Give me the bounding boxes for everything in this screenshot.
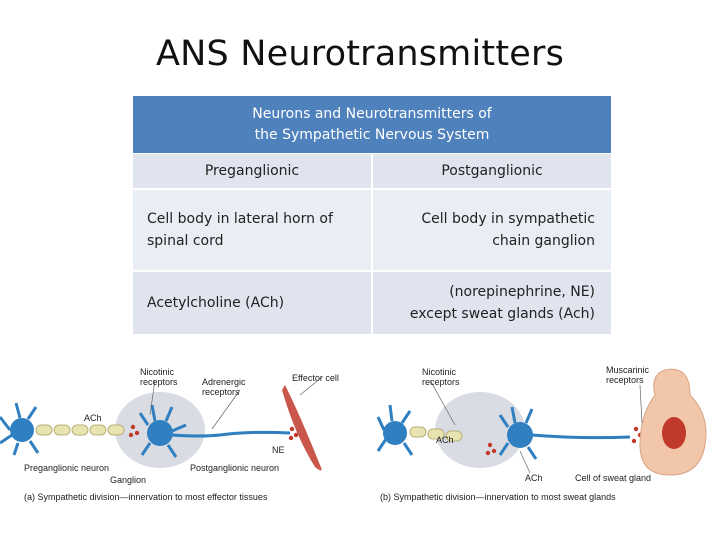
label-ach: ACh: [436, 435, 454, 445]
cell-text: spinal cord: [147, 233, 224, 249]
right-panel: Nicotinic receptors Muscarinic receptors…: [376, 365, 707, 502]
ne-dots: [288, 426, 299, 441]
cell-text: Cell body in sympathetic: [421, 211, 595, 227]
label-postganglionic-neuron: Postganglionic neuron: [190, 463, 279, 473]
cell-text: Acetylcholine (ACh): [147, 295, 285, 311]
label-preganglionic-neuron: Preganglionic neuron: [24, 463, 109, 473]
preganglionic-neuron-body: [0, 402, 40, 456]
label-ach: ACh: [525, 473, 543, 483]
cell-text: Cell body in lateral horn of: [147, 211, 333, 227]
label-receptors: receptors: [202, 387, 240, 397]
label-nicotinic: Nicotinic: [140, 367, 175, 377]
preganglionic-axon: [35, 424, 125, 436]
cell-text: chain ganglion: [492, 233, 595, 249]
postganglionic-neuron: [498, 406, 631, 460]
effector-cell-shape: [282, 385, 322, 471]
synapse-dots: [128, 424, 140, 438]
column-header-postganglionic: Postganglionic: [372, 153, 611, 189]
label-receptors: receptors: [140, 377, 178, 387]
label-receptors: receptors: [606, 375, 644, 385]
preganglionic-axon: [409, 426, 463, 442]
table-row: Cell body in lateral horn of spinal cord…: [133, 188, 611, 271]
neurotransmitter-table: Neurons and Neurotransmitters of the Sym…: [133, 96, 611, 334]
sweat-gland-nucleus: [662, 417, 686, 449]
label-nicotinic: Nicotinic: [422, 367, 457, 377]
label-effector-cell: Effector cell: [292, 373, 339, 383]
caption-right: (b) Sympathetic division—innervation to …: [380, 492, 616, 502]
table-cell: Acetylcholine (ACh): [133, 270, 373, 334]
label-muscarinic: Muscarinic: [606, 365, 650, 375]
table-cell: Cell body in sympathetic chain ganglion: [372, 188, 611, 271]
table-header: Neurons and Neurotransmitters of the Sym…: [133, 96, 611, 154]
synapse-dots: [485, 442, 497, 456]
left-panel: Nicotinic receptors Adrenergic receptors…: [0, 367, 339, 502]
postganglionic-neuron: [138, 404, 291, 458]
label-ganglion: Ganglion: [110, 475, 146, 485]
table-cell: Cell body in lateral horn of spinal cord: [133, 188, 373, 271]
table-header-line-2: the Sympathetic Nervous System: [254, 126, 490, 143]
column-header-preganglionic: Preganglionic: [133, 153, 373, 189]
label-adrenergic: Adrenergic: [202, 377, 246, 387]
label-receptors: receptors: [422, 377, 460, 387]
table-row: Acetylcholine (ACh) (norepinephrine, NE)…: [133, 270, 611, 334]
neuron-illustration: Nicotinic receptors Adrenergic receptors…: [0, 365, 707, 502]
label-ach: ACh: [84, 413, 102, 423]
label-ne: NE: [272, 445, 285, 455]
cell-text: except sweat glands (Ach): [409, 306, 595, 322]
table-header-line-1: Neurons and Neurotransmitters of: [252, 105, 492, 122]
table-cell: (norepinephrine, NE) except sweat glands…: [372, 270, 611, 334]
preganglionic-neuron-body: [376, 404, 414, 456]
label-cell-of-sweat-gland: Cell of sweat gland: [575, 473, 651, 483]
caption-left: (a) Sympathetic division—innervation to …: [24, 492, 268, 502]
slide-title: ANS Neurotransmitters: [156, 34, 564, 74]
cell-text: (norepinephrine, NE): [449, 284, 595, 300]
